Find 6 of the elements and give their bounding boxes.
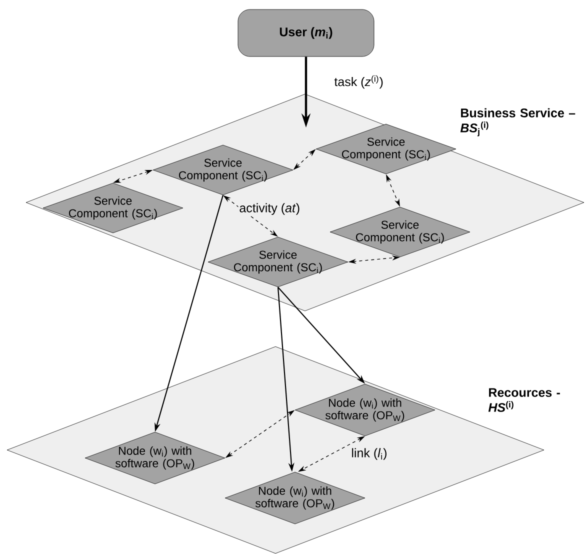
edge-label: link (l$_{i}$)	[350, 447, 388, 461]
layer-heading: Recources - HS$^{(i)}$	[488, 388, 560, 412]
layer-heading: Business Service – BS$_{j}$(i)	[460, 108, 576, 136]
edge-label: activity (at)	[238, 202, 302, 216]
edge-label: task (z$^{(i)}$)	[333, 74, 384, 90]
user-box: User (m$_{i}$)	[238, 9, 374, 57]
